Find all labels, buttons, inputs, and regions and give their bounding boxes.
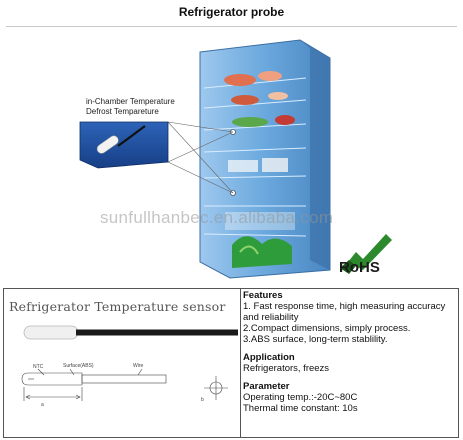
- sensor-drawing: [21, 325, 238, 401]
- feature-line: 3.ABS surface, long-term stablility.: [243, 334, 388, 345]
- label-side: b: [201, 397, 204, 403]
- refrigerator-image: [199, 39, 331, 279]
- sensor-diagram-panel: Refrigerator Temperature sensor: [4, 289, 240, 437]
- feature-line: 2.Compact dimensions, simply process.: [243, 323, 411, 334]
- spec-table: Refrigerator Temperature sensor: [3, 288, 459, 438]
- page-title: Refrigerator probe: [178, 5, 285, 19]
- label-surface: Surface(ABS): [63, 363, 94, 369]
- label-wire: Wire: [133, 363, 144, 369]
- feature-line: 1. Fast response time, high measuring ac…: [243, 301, 446, 323]
- features-heading: Features: [243, 290, 283, 301]
- probe-technical-drawing: [21, 368, 167, 401]
- hero-illustration: [79, 39, 392, 279]
- probe-caption-line1: in-Chamber Temperature: [86, 97, 175, 106]
- probe-caption-line2: Defrost Tempareture: [86, 107, 159, 116]
- table-divider: [240, 289, 241, 437]
- label-dimension: a: [41, 402, 44, 408]
- parameter-section: Parameter Operating temp.:-20C~80C Therm…: [243, 381, 457, 414]
- spec-text-panel: Features 1. Fast response time, high mea…: [243, 290, 457, 421]
- parameter-line: Thermal time constant: 10s: [243, 403, 358, 414]
- label-ntc: NTC: [33, 364, 44, 370]
- probe-inset-image: [79, 121, 169, 169]
- parameter-heading: Parameter: [243, 381, 290, 392]
- features-section: Features 1. Fast response time, high mea…: [243, 290, 457, 345]
- watermark: sunfullhanbec.en.alibaba.com: [100, 208, 334, 227]
- application-section: Application Refrigerators, freezs: [243, 352, 457, 374]
- sensor-title: Refrigerator Temperature sensor: [9, 299, 226, 314]
- application-heading: Application: [243, 352, 295, 363]
- rohs-checkmark-icon: [340, 234, 392, 274]
- title-divider: [6, 26, 457, 27]
- rohs-logo-text: RoHS: [339, 259, 380, 276]
- leader-lines: [167, 121, 234, 194]
- cross-section-icon: [204, 376, 228, 400]
- application-text: Refrigerators, freezs: [243, 363, 330, 374]
- probe-photo: [23, 325, 238, 340]
- parameter-line: Operating temp.:-20C~80C: [243, 392, 358, 403]
- probe-caption: in-Chamber Temperature Defrost Temparetu…: [86, 97, 175, 117]
